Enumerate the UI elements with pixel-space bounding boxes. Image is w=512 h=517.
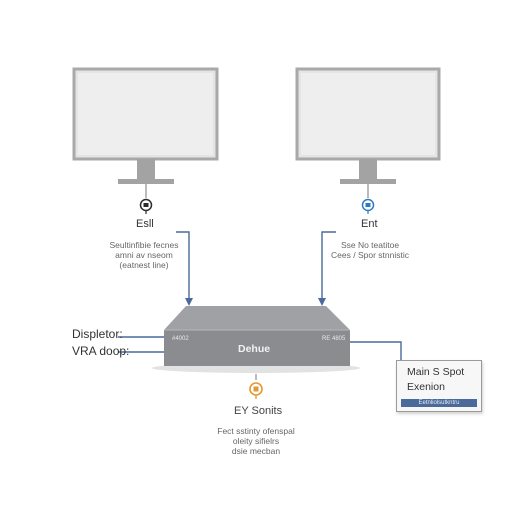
right-caption-line: Cees / Spor stnnistic bbox=[331, 249, 409, 260]
right-caption-line: Sse No teatitoe bbox=[340, 240, 400, 250]
left-caption-line: Seultinfibie fecnes bbox=[109, 240, 179, 250]
popup-subtitle: Exenion bbox=[407, 381, 445, 393]
right-monitor bbox=[295, 67, 441, 184]
popup-title: Main S Spot bbox=[407, 366, 465, 378]
right-caption: Sse No teatitoe Cees / Spor stnnistic bbox=[322, 240, 418, 261]
bottom-caption-line: dsie mecban bbox=[231, 445, 281, 456]
side-label-2: VRA doop: bbox=[72, 344, 130, 358]
device-left-tag: #4002 bbox=[172, 336, 189, 342]
popup-connector bbox=[350, 341, 402, 360]
bottom-port-label: EY Sonits bbox=[234, 405, 283, 417]
left-monitor bbox=[72, 67, 219, 184]
right-port-label: Ent bbox=[361, 218, 378, 230]
right-arrow bbox=[318, 231, 336, 306]
left-port-icon bbox=[139, 198, 153, 214]
device-brand: Dehue bbox=[238, 343, 271, 355]
bottom-caption-line: Fect sstinty ofenspal bbox=[217, 426, 295, 436]
side-label-1: Displetor: bbox=[72, 327, 123, 341]
left-arrow bbox=[176, 231, 193, 306]
device-box bbox=[152, 306, 360, 373]
left-caption-line: (eatnest line) bbox=[119, 259, 169, 270]
bottom-caption: Fect sstinty ofenspal oleity sifielrs ds… bbox=[198, 426, 314, 456]
side-input-lines bbox=[118, 336, 164, 353]
right-port-icon bbox=[361, 198, 375, 214]
left-port-label: Esll bbox=[136, 218, 154, 230]
bottom-port-icon bbox=[249, 374, 263, 399]
bottom-caption-line: oleity sifielrs bbox=[232, 435, 280, 446]
left-caption-line: amni av nseom bbox=[115, 249, 173, 260]
info-popup: Main S Spot Exenion Eetnliolsutkntru bbox=[396, 360, 482, 412]
device-right-tag: RE 4805 bbox=[322, 336, 346, 342]
left-caption: Seultinfibie fecnes amni av nseom (eatne… bbox=[96, 240, 192, 270]
popup-action-button[interactable]: Eetnliolsutkntru bbox=[401, 399, 477, 407]
